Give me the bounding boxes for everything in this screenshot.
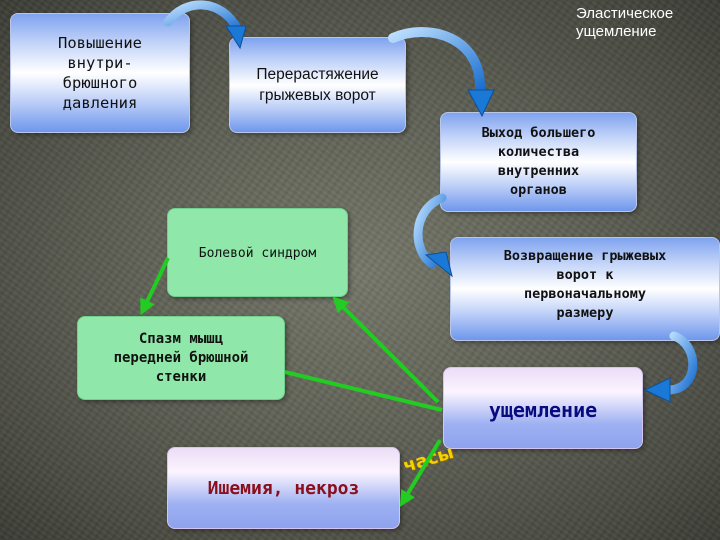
node-increased-pressure-text: Повышение внутри- брюшного давления bbox=[58, 34, 142, 112]
arrow-strangulation-to-ischemia bbox=[399, 438, 442, 507]
node-muscle-spasm: Спазм мышц передней брюшной стенки bbox=[77, 316, 285, 400]
arrow-exit-to-return bbox=[413, 193, 447, 269]
node-gate-overstretch: Перерастяжение грыжевых ворот bbox=[229, 37, 406, 133]
arrow-pressure-to-overstretch bbox=[163, 0, 243, 35]
arrow-pain-to-spasm bbox=[140, 257, 170, 316]
arrow-pressure-to-overstretch-head bbox=[225, 25, 247, 50]
node-gate-overstretch-text: Перерастяжение грыжевых ворот bbox=[256, 66, 379, 104]
arrow-overstretch-to-exit bbox=[388, 27, 486, 95]
node-strangulation: ущемление bbox=[443, 367, 643, 449]
elastic-strangulation-title: Эластическое ущемление bbox=[576, 5, 674, 40]
arrow-return-to-strangulation bbox=[663, 331, 698, 395]
node-gate-return-text: Возвращение грыжевых ворот к первоначаль… bbox=[503, 248, 667, 321]
node-ischemia-necrosis-text: Ишемия, некроз bbox=[207, 477, 360, 499]
arrow-exit-to-return-head bbox=[424, 251, 453, 278]
node-increased-pressure: Повышение внутри- брюшного давления bbox=[10, 13, 190, 133]
node-strangulation-text: ущемление bbox=[488, 398, 598, 422]
arrow-return-to-strangulation-head bbox=[643, 377, 671, 403]
node-pain-syndrome-text: Болевой синдром bbox=[198, 246, 317, 261]
arrow-overstretch-to-exit-head bbox=[467, 89, 495, 118]
node-gate-return: Возвращение грыжевых ворот к первоначаль… bbox=[450, 237, 720, 341]
node-pain-syndrome: Болевой синдром bbox=[167, 208, 348, 297]
arrow-spasm-to-strangulation bbox=[284, 370, 443, 412]
node-ischemia-necrosis: Ишемия, некроз bbox=[167, 447, 400, 529]
node-organs-exit: Выход большего количества внутренних орг… bbox=[440, 112, 637, 212]
node-organs-exit-text: Выход большего количества внутренних орг… bbox=[481, 125, 596, 198]
node-muscle-spasm-text: Спазм мышц передней брюшной стенки bbox=[113, 330, 249, 385]
arrow-strangulation-to-pain bbox=[332, 296, 440, 404]
